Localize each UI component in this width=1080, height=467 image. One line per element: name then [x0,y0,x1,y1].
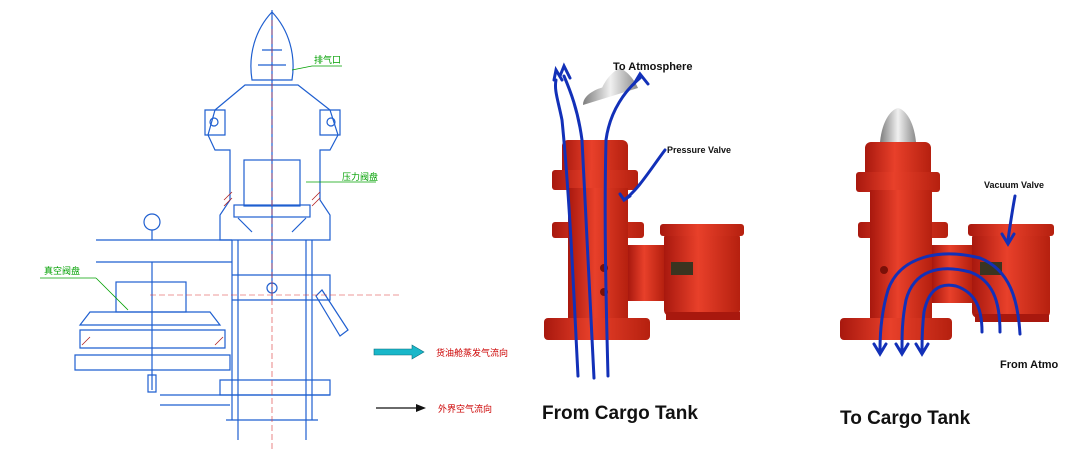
vacuum-valve-illustration: Vacuum Valve From Atmo To Cargo Tank [840,108,1059,429]
legend-outside-air-label: 外界空气流向 [438,403,492,415]
cyan-arrow-icon [373,344,425,360]
vacuum-valve-panel: Vacuum Valve From Atmo To Cargo Tank [810,0,1080,467]
legend-outside-air: 外界空气流向 [376,403,492,415]
legend-cargo-vapor: 货油舱蒸发气流向 [373,344,508,360]
label-vacuum-disc: 真空阀盘 [44,265,80,277]
flow-arrows [872,194,1022,357]
section-hatch [81,191,321,346]
pressure-valve-label: Pressure Valve [667,145,731,155]
black-arrow-icon [416,404,426,412]
label-pressure-disc: 压力阀盘 [342,171,378,183]
to-atmosphere-label: To Atmosphere [613,61,692,73]
from-cargo-tank-caption: From Cargo Tank [542,403,698,424]
from-atmo-label: From Atmo [1000,359,1059,371]
pressure-valve-illustration: To Atmosphere Pressure Valve From Cargo … [542,61,744,424]
legend-cargo-vapor-label: 货油舱蒸发气流向 [436,347,508,359]
to-cargo-tank-caption: To Cargo Tank [840,408,971,429]
valve-body-outline [74,10,349,440]
pressure-valve-panel: To Atmosphere Pressure Valve From Cargo … [540,0,810,467]
cad-cross-section-panel: 排气口 压力阀盘 真空阀盘 货油舱蒸发气流向 外界空气流向 [40,10,508,450]
vacuum-valve-label: Vacuum Valve [984,180,1044,190]
valve-body [544,68,744,340]
leader-lines [40,65,376,311]
center-lines [150,20,400,450]
valve-body [840,108,1054,340]
cad-drawing: 排气口 压力阀盘 真空阀盘 货油舱蒸发气流向 外界空气流向 [40,10,508,450]
flow-arrows [552,62,667,380]
label-exhaust-port: 排气口 [314,54,341,66]
